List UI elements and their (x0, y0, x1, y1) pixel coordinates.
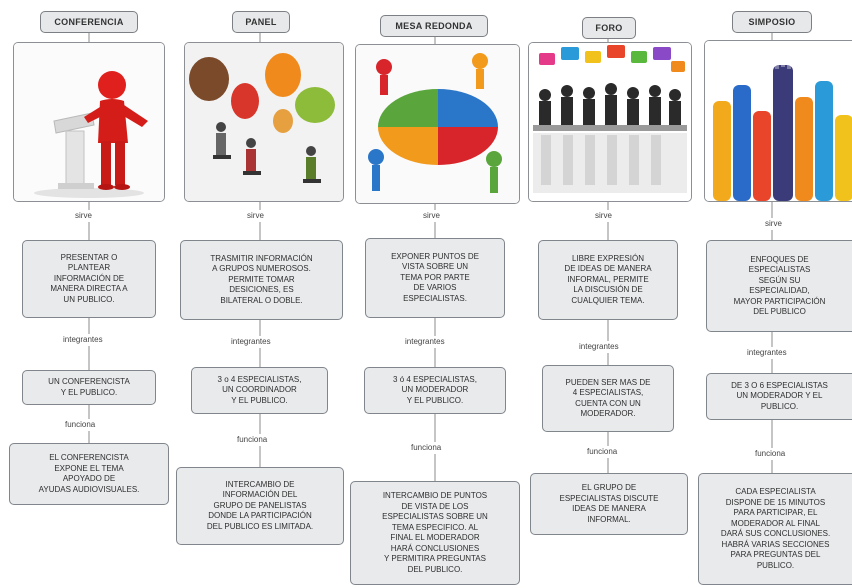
panel-description: TRASMITIR INFORMACIÓN A GRUPOS NUMEROSOS… (180, 240, 343, 320)
simposio-funciona-label: funciona (752, 448, 789, 460)
mesa-redonda-funciona: INTERCAMBIO DE PUNTOS DE VISTA DE LOS ES… (350, 481, 520, 585)
panel-sirve-label: sirve (244, 210, 267, 222)
foro-integrantes: PUEDEN SER MAS DE 4 ESPECIALISTAS, CUENT… (542, 365, 674, 432)
foro-image (528, 42, 692, 202)
simposio-funciona: CADA ESPECIALISTA DISPONE DE 15 MINUTOS … (698, 473, 852, 585)
panel-speech-bubbles-icon (185, 43, 343, 201)
panel-integrantes-label: integrantes (228, 336, 274, 348)
foro-sirve-label: sirve (592, 210, 615, 222)
foro-description: LIBRE EXPRESIÓN DE IDEAS DE MANERA INFOR… (538, 240, 678, 320)
simposio-sirve-label: sirve (762, 218, 785, 230)
conferencia-funciona-label: funciona (62, 419, 99, 431)
mesa-redonda-title: MESA REDONDA (380, 15, 488, 37)
panel-title: PANEL (232, 11, 290, 33)
foro-integrantes-label: integrantes (576, 341, 622, 353)
conferencia-description: PRESENTAR O PLANTEAR INFORMACIÓN DE MANE… (22, 240, 156, 318)
conferencia-title: CONFERENCIA (40, 11, 138, 33)
simposio-integrantes-label: integrantes (744, 347, 790, 359)
conferencia-integrantes-label: integrantes (60, 334, 106, 346)
simposio-image (704, 40, 852, 202)
simposio-integrantes: DE 3 O 6 ESPECIALISTAS UN MODERADOR Y EL… (706, 373, 852, 420)
mesa-redonda-sirve-label: sirve (420, 210, 443, 222)
conferencia-integrantes: UN CONFERENCISTA Y EL PUBLICO. (22, 370, 156, 405)
mesa-redonda-image (355, 44, 520, 204)
raised-hands-icon (705, 41, 852, 201)
panel-image (184, 42, 344, 202)
mesa-redonda-integrantes-label: integrantes (402, 336, 448, 348)
panel-integrantes: 3 o 4 ESPECIALISTAS, UN COORDINADOR Y EL… (191, 367, 328, 414)
conferencia-sirve-label: sirve (72, 210, 95, 222)
mesa-redonda-integrantes: 3 ó 4 ESPECIALISTAS, UN MODERADOR Y EL P… (364, 367, 506, 414)
mesa-redonda-description: EXPONER PUNTOS DE VISTA SOBRE UN TEMA PO… (365, 238, 505, 318)
speaker-at-lectern-icon (14, 43, 164, 201)
simposio-title: SIMPOSIO (732, 11, 812, 33)
foro-title: FORO (582, 17, 636, 39)
round-table-puzzle-icon (356, 45, 519, 203)
forum-meeting-icon (529, 43, 691, 201)
panel-funciona-label: funciona (234, 434, 271, 446)
panel-funciona: INTERCAMBIO DE INFORMACIÓN DEL GRUPO DE … (176, 467, 344, 545)
conferencia-image (13, 42, 165, 202)
foro-funciona-label: funciona (584, 446, 621, 458)
mesa-redonda-funciona-label: funciona (408, 442, 445, 454)
foro-funciona: EL GRUPO DE ESPECIALISTAS DISCUTE IDEAS … (530, 473, 688, 535)
simposio-description: ENFOQUES DE ESPECIALISTAS SEGÚN SU ESPEC… (706, 240, 852, 332)
conferencia-funciona: EL CONFERENCISTA EXPONE EL TEMA APOYADO … (9, 443, 169, 505)
